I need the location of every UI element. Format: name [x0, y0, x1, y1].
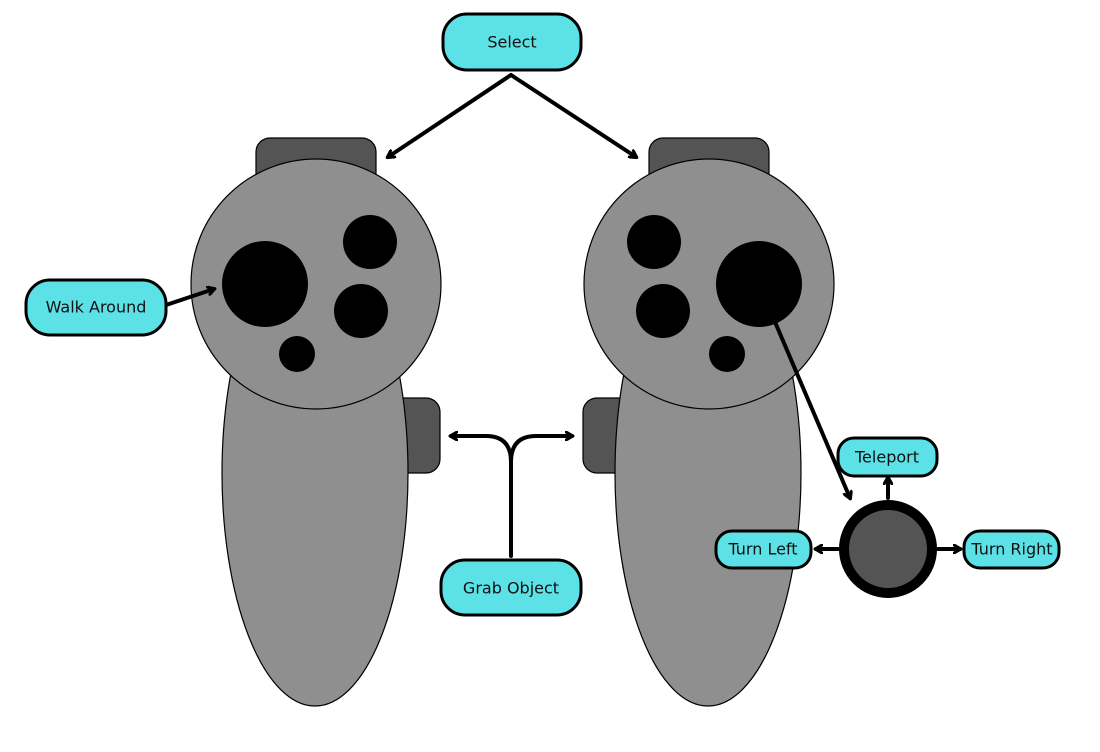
label-turn-left: Turn Left: [714, 529, 813, 570]
right-thumbstick: [716, 241, 802, 327]
select-arrow-left: [388, 73, 513, 157]
label-teleport: Teleport: [836, 436, 939, 478]
right-button-middle: [636, 284, 690, 338]
label-turn-right-text: Turn Right: [970, 540, 1052, 559]
left-button-middle: [334, 284, 388, 338]
select-arrow-right: [509, 73, 636, 157]
left-button-small: [279, 336, 315, 372]
thumbstick-zoom-arrow: [773, 320, 850, 498]
label-teleport-text: Teleport: [854, 448, 919, 467]
label-turn-right: Turn Right: [962, 529, 1061, 570]
label-select-text: Select: [487, 33, 536, 52]
label-walk-around: Walk Around: [24, 278, 168, 337]
label-grab-object: Grab Object: [439, 558, 583, 617]
left-controller: [190, 137, 442, 707]
walk-around-arrow: [164, 289, 214, 307]
grab-arrow-right: [509, 436, 572, 464]
grab-arrow-left: [451, 436, 513, 464]
right-button-top: [627, 215, 681, 269]
left-button-top: [343, 215, 397, 269]
right-controller: [582, 137, 835, 707]
arrows: [164, 73, 960, 558]
label-walk-around-text: Walk Around: [46, 298, 147, 317]
label-turn-left-text: Turn Left: [727, 540, 797, 559]
label-grab-object-text: Grab Object: [463, 579, 559, 598]
label-select: Select: [441, 12, 583, 72]
left-thumbstick: [222, 241, 308, 327]
right-button-small: [709, 336, 745, 372]
thumbstick-detail-icon: [839, 500, 937, 598]
